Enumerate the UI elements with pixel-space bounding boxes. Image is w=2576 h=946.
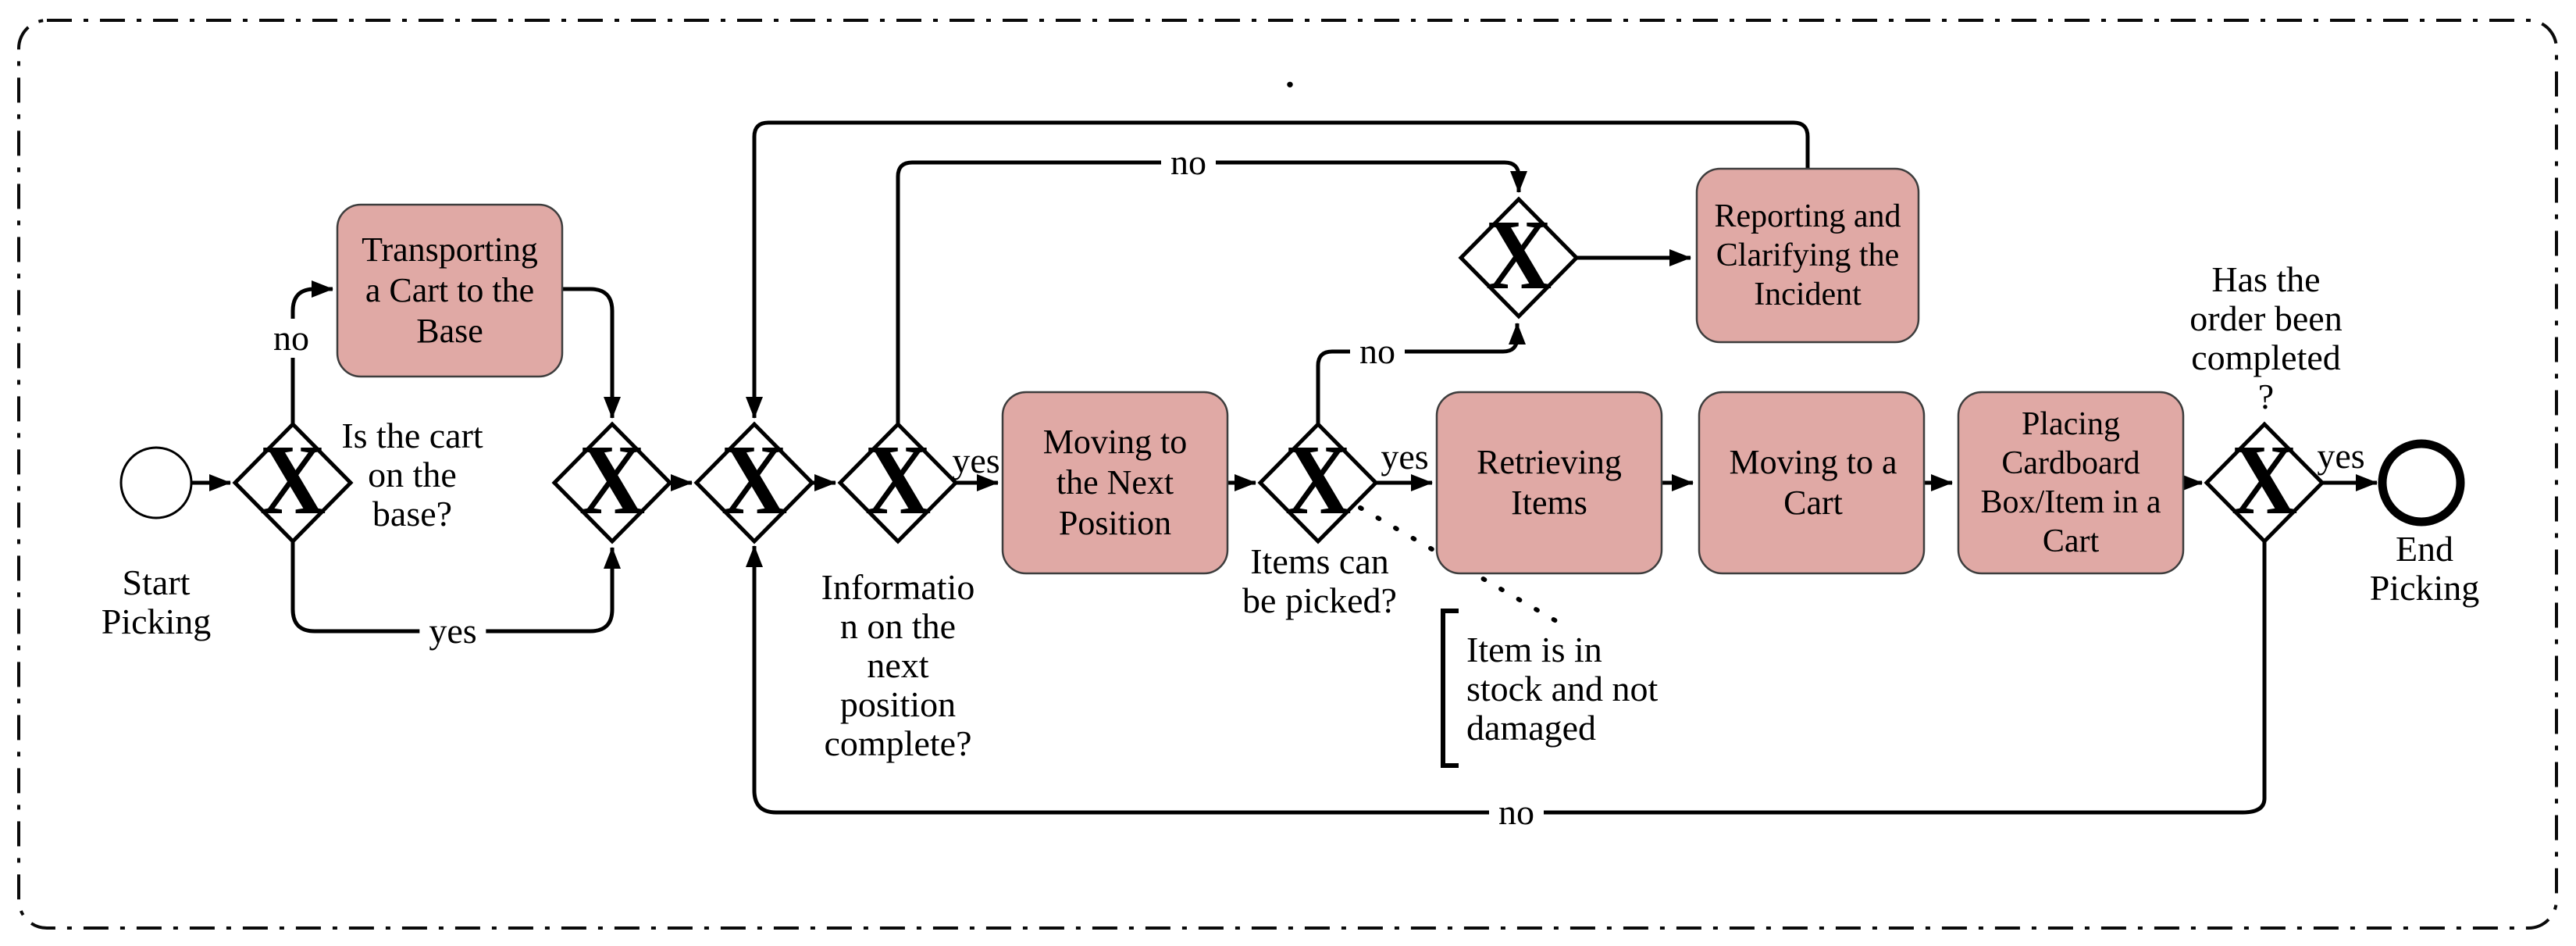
task-transporting-label: Transporting a Cart to the Base [362, 230, 538, 350]
gateway-incident-merge [1458, 196, 1580, 319]
question-order-complete: Has the order been completed ? [2189, 259, 2343, 416]
task-reporting-box [1695, 167, 1920, 344]
task-moving-next-label: Moving to the Next Position [1042, 423, 1188, 542]
question-items-picked: Items can be picked? [1242, 541, 1397, 620]
question-cart-on-base: Is the cart on the base? [341, 416, 483, 534]
end-event-label: End Picking [2369, 529, 2480, 608]
edge-label-info-yes: yes [952, 441, 1000, 480]
end-event-circle [2378, 439, 2465, 527]
gateway-cart-on-base [232, 421, 354, 544]
task-retrieving-label: Retrieving Items [1477, 443, 1622, 522]
x-gateway-icon: X [1485, 199, 1552, 311]
edge-label-cart-yes: yes [419, 612, 486, 651]
annotation-bracket [1441, 609, 1459, 768]
task-placing-box [1957, 391, 2185, 575]
start-event-label: Start Picking [101, 562, 212, 641]
gateway-items-picked [1257, 421, 1379, 544]
stray-dot-mark: . [1285, 55, 1295, 95]
annotation-item-in-stock: Item is in stock and not damaged [1466, 630, 1659, 748]
edge-label-picked-no: no [1350, 332, 1405, 371]
x-gateway-icon: X [1284, 424, 1352, 536]
gateway-merge-return [551, 421, 673, 544]
gateway-info-complete [837, 421, 959, 544]
task-retrieving-box [1435, 391, 1663, 575]
x-gateway-icon: X [864, 424, 932, 536]
x-gateway-icon: X [579, 424, 646, 536]
question-info-complete: Informatio n on the next position comple… [821, 567, 975, 763]
edge-label-order-no: no [1489, 793, 1544, 832]
gateway-merge-loop [693, 421, 815, 544]
diagram-border [17, 19, 2558, 930]
edge-label-cart-no: no [264, 319, 319, 358]
task-moving-cart-label: Moving to a Cart [1729, 443, 1897, 522]
start-event-circle [119, 446, 193, 519]
x-gateway-icon: X [721, 424, 788, 536]
task-transporting-box [336, 203, 564, 378]
edge-label-order-yes: yes [2317, 436, 2365, 476]
edge-transporting-to-gw2 [562, 287, 621, 419]
x-gateway-icon: X [2231, 424, 2298, 536]
edge-reporting-to-gw3 [746, 120, 1810, 419]
edge-label-picked-yes: yes [1381, 437, 1429, 477]
task-placing-label: Placing Cardboard Box/Item in a Cart [1980, 406, 2161, 559]
task-moving-cart-box [1698, 391, 1926, 575]
task-moving-next-box [1001, 391, 1229, 575]
edge-gw1-no-to-transporting [290, 280, 333, 424]
x-gateway-icon: X [259, 424, 326, 536]
edge-gw5-no-to-gw6 [1316, 323, 1526, 424]
edge-gw4-no-to-gw6 [896, 160, 1527, 424]
gateway-order-complete [2204, 421, 2325, 544]
task-reporting-label: Reporting and Clarifying the Incident [1714, 198, 1901, 312]
edge-label-info-no: no [1161, 143, 1216, 182]
